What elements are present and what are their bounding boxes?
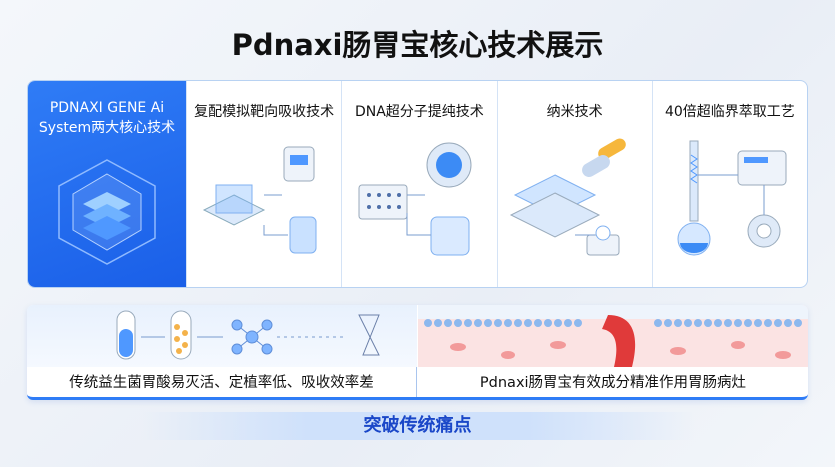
pdnaxi-caption: Pdnaxi肠胃宝有效成分精准作用胃肠病灶 <box>479 375 747 391</box>
intestinal-wall-illustration <box>418 305 808 367</box>
tech-column-3: 纳米技术 <box>496 81 652 287</box>
technology-panel: PDNAXI GENE Ai System两大核心技术 复配模拟靶向吸收技术 D… <box>27 80 808 288</box>
tech-column-2: DNA超分子提纯技术 <box>341 81 496 287</box>
tech-label: DNA超分子提纯技术 <box>354 104 484 120</box>
tech-label: 纳米技术 <box>546 104 603 120</box>
traditional-caption: 传统益生菌胃酸易灭活、定植率低、吸收效率差 <box>69 375 374 391</box>
extraction-apparatus-icon <box>677 140 787 256</box>
tech-column-1: 复配模拟靶向吸收技术 <box>186 81 341 287</box>
core-line1: PDNAXI GENE Ai <box>49 100 165 116</box>
tech-label: 40倍超临界萃取工艺 <box>664 104 795 120</box>
tech-label: 复配模拟靶向吸收技术 <box>194 104 335 120</box>
nanotech-icon <box>509 138 626 256</box>
comparison-panel: 传统益生菌胃酸易灭活、定植率低、吸收效率差 Pdnaxi肠胃宝有效成分精准作用胃… <box>27 305 808 400</box>
targeted-absorption-icon <box>203 146 317 254</box>
pdnaxi-effect: Pdnaxi肠胃宝有效成分精准作用胃肠病灶 <box>418 305 808 397</box>
traditional-probiotics: 传统益生菌胃酸易灭活、定植率低、吸收效率差 <box>27 305 417 397</box>
core-tech-card: PDNAXI GENE Ai System两大核心技术 <box>28 81 186 287</box>
chip-stack-icon <box>58 159 156 265</box>
tech-column-4: 40倍超临界萃取工艺 <box>651 81 807 287</box>
probiotic-degradation-illustration <box>27 305 417 367</box>
dna-purification-icon <box>358 142 472 256</box>
core-line2: System两大核心技术 <box>38 120 176 136</box>
page-title: Pdnaxi肠胃宝核心技术展示 <box>231 28 604 62</box>
banner-title: 突破传统痛点 <box>140 412 695 440</box>
